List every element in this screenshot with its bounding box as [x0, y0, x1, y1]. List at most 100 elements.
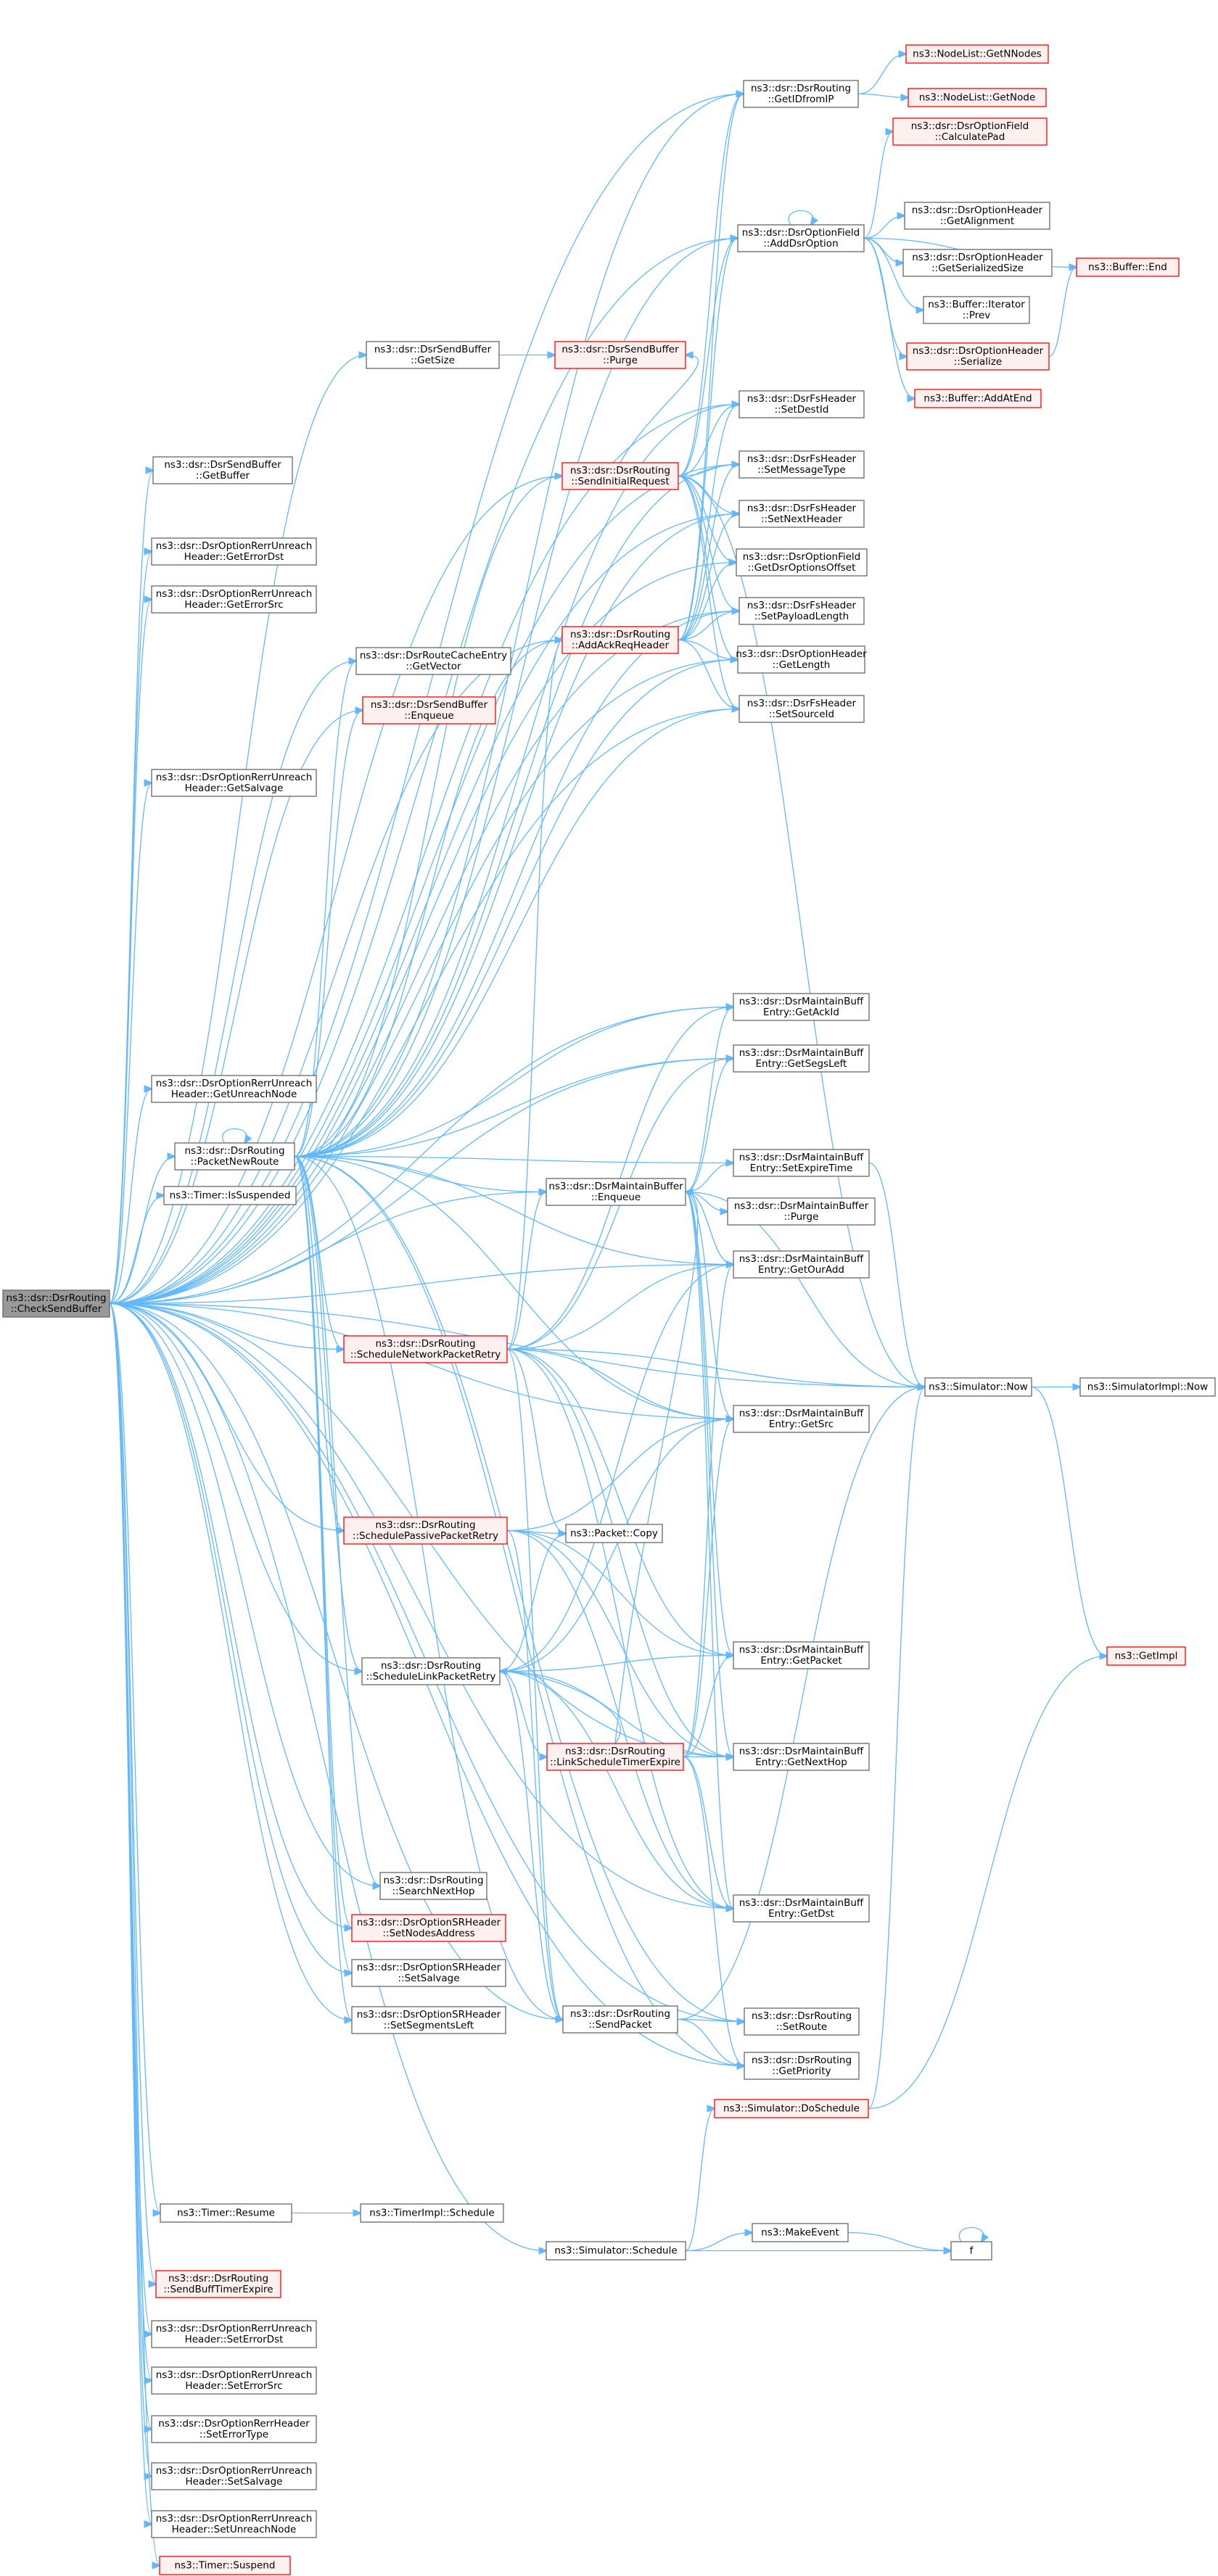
node-rcGetVector[interactable]: ns3::dsr::DsrRouteCacheEntry::GetVector — [355, 647, 511, 675]
node-getAlign[interactable]: ns3::dsr::DsrOptionHeader::GetAlignment — [904, 202, 1050, 230]
node-label-line: ::GetDsrOptionsOffset — [748, 562, 856, 574]
node-box — [923, 296, 1030, 324]
node-label-line: ::GetIDfromIP — [768, 94, 834, 105]
node-getOptOffset[interactable]: ns3::dsr::DsrOptionField::GetDsrOptionsO… — [736, 548, 868, 577]
node-addDsrOption[interactable]: ns3::dsr::DsrOptionField::AddDsrOption — [737, 224, 865, 252]
node-setNextHeader[interactable]: ns3::dsr::DsrFsHeader::SetNextHeader — [738, 500, 865, 528]
node-sendInitReq[interactable]: ns3::dsr::DsrRouting::SendInitialRequest — [561, 462, 679, 490]
edge-addAckReq-to-getLength — [678, 639, 738, 660]
node-label-line: ns3::Simulator::DoSchedule — [723, 2103, 860, 2115]
node-getSerSize[interactable]: ns3::dsr::DsrOptionHeader::GetSerialized… — [902, 249, 1053, 277]
node-makeEvent[interactable]: ns3::MakeEvent — [752, 2223, 849, 2242]
node-schedLink[interactable]: ns3::dsr::DsrRouting::ScheduleLinkPacket… — [361, 1657, 501, 1685]
node-getOurAdd[interactable]: ns3::dsr::DsrMaintainBuffEntry::GetOurAd… — [733, 1250, 870, 1279]
node-isSuspended[interactable]: ns3::Timer::IsSuspended — [163, 1186, 297, 1205]
node-setSalvage[interactable]: ns3::dsr::DsrOptionRerrUnreachHeader::Se… — [151, 2462, 317, 2490]
node-sbEnqueue[interactable]: ns3::dsr::DsrSendBuffer::Enqueue — [362, 696, 496, 724]
node-getPacket[interactable]: ns3::dsr::DsrMaintainBuffEntry::GetPacke… — [733, 1641, 870, 1669]
node-simNow[interactable]: ns3::Simulator::Now — [924, 1377, 1032, 1397]
node-setUnreachNode[interactable]: ns3::dsr::DsrOptionRerrUnreachHeader::Se… — [151, 2510, 317, 2538]
node-getNextHop[interactable]: ns3::dsr::DsrMaintainBuffEntry::GetNextH… — [733, 1743, 870, 1771]
node-getNNodes[interactable]: ns3::NodeList::GetNNodes — [905, 44, 1049, 64]
node-f[interactable]: f — [950, 2241, 992, 2261]
node-sbGetSize[interactable]: ns3::dsr::DsrSendBuffer::GetSize — [366, 341, 500, 369]
node-label-line: Header::SetSalvage — [186, 2476, 283, 2488]
node-simSchedule[interactable]: ns3::Simulator::Schedule — [546, 2241, 686, 2261]
node-setNodesAddr[interactable]: ns3::dsr::DsrOptionSRHeader::SetNodesAdd… — [351, 1914, 506, 1942]
node-searchNextHop[interactable]: ns3::dsr::DsrRouting::SearchNextHop — [379, 1872, 487, 1900]
node-iterPrev[interactable]: ns3::Buffer::Iterator::Prev — [923, 296, 1030, 324]
edge-sendInitReq-to-getLength — [678, 475, 738, 660]
node-pktCopy[interactable]: ns3::Packet::Copy — [565, 1524, 663, 1543]
node-box — [360, 2203, 504, 2223]
node-setErrType[interactable]: ns3::dsr::DsrOptionRerrHeader::SetErrorT… — [151, 2415, 317, 2443]
node-setSegsLeft[interactable]: ns3::dsr::DsrOptionSRHeader::SetSegments… — [351, 2006, 506, 2034]
node-setSourceId[interactable]: ns3::dsr::DsrFsHeader::SetSourceId — [738, 695, 865, 723]
edge-mbEnqueue-to-getSrc — [685, 1191, 733, 1419]
node-schedNet[interactable]: ns3::dsr::DsrRouting::ScheduleNetworkPac… — [343, 1335, 508, 1363]
node-root[interactable]: ns3::dsr::DsrRouting::CheckSendBuffer — [2, 1289, 110, 1318]
edge-packetNewRoute-to-getOurAdd — [294, 1155, 733, 1265]
node-mbEnqueue[interactable]: ns3::dsr::DsrMaintainBuffer::Enqueue — [546, 1178, 686, 1206]
node-setDestId[interactable]: ns3::dsr::DsrFsHeader::SetDestId — [738, 390, 865, 418]
edge-sendPacket-to-simNow — [677, 1387, 925, 2020]
node-calcPad[interactable]: ns3::dsr::DsrOptionField::CalculatePad — [892, 117, 1048, 146]
edge-schedPassive-to-getNextHop — [506, 1530, 733, 1757]
node-sendBuffTimer[interactable]: ns3::dsr::DsrRouting::SendBuffTimerExpir… — [155, 2270, 281, 2298]
node-sbGetBuffer[interactable]: ns3::dsr::DsrSendBuffer::GetBuffer — [152, 456, 293, 484]
node-getSegsLeft[interactable]: ns3::dsr::DsrMaintainBuffEntry::GetSegsL… — [733, 1044, 870, 1073]
edge-packetNewRoute-to-getLength — [294, 660, 738, 1157]
edge-linkTimerExp-to-mbEnqueue — [614, 1192, 699, 1744]
node-getSalvage[interactable]: ns3::dsr::DsrOptionRerrUnreachHeader::Ge… — [151, 769, 317, 797]
node-label-line: ns3::Buffer::AddAtEnd — [923, 393, 1032, 405]
node-label-line: ns3::dsr::DsrRouting — [570, 2008, 670, 2020]
node-box — [1076, 257, 1180, 277]
node-label-line: ns3::dsr::DsrRouting — [752, 2055, 852, 2066]
node-label-line: Entry::GetSegsLeft — [756, 1058, 847, 1070]
node-getPriority[interactable]: ns3::dsr::DsrRouting::GetPriority — [744, 2052, 860, 2080]
node-label-line: ns3::Buffer::End — [1088, 262, 1167, 273]
node-doSchedule[interactable]: ns3::Simulator::DoSchedule — [714, 2099, 869, 2118]
node-getImpl[interactable]: ns3::GetImpl — [1106, 1646, 1186, 1666]
node-box — [351, 2006, 506, 2034]
node-getUnreachNode[interactable]: ns3::dsr::DsrOptionRerrUnreachHeader::Ge… — [151, 1075, 317, 1103]
node-addAtEnd[interactable]: ns3::Buffer::AddAtEnd — [914, 389, 1042, 408]
node-box — [379, 1872, 487, 1900]
node-srSetSalvage[interactable]: ns3::dsr::DsrOptionSRHeader::SetSalvage — [351, 1959, 506, 1987]
node-timerSuspend[interactable]: ns3::Timer::Suspend — [159, 2556, 291, 2575]
node-getErrSrc[interactable]: ns3::dsr::DsrOptionRerrUnreachHeader::Ge… — [151, 585, 317, 614]
node-getLength[interactable]: ns3::dsr::DsrOptionHeader::GetLength — [736, 645, 867, 674]
node-sendPacket[interactable]: ns3::dsr::DsrRouting::SendPacket — [562, 2005, 678, 2034]
edge-root-to-schedNet — [109, 1303, 344, 1350]
node-getNode[interactable]: ns3::NodeList::GetNode — [908, 88, 1047, 107]
node-setErrDst[interactable]: ns3::dsr::DsrOptionRerrUnreachHeader::Se… — [151, 2320, 317, 2348]
node-linkTimerExp[interactable]: ns3::dsr::DsrRouting::LinkScheduleTimerE… — [546, 1743, 684, 1771]
node-timerImplSched[interactable]: ns3::TimerImpl::Schedule — [360, 2203, 504, 2223]
node-addAckReq[interactable]: ns3::dsr::DsrRouting::AddAckReqHeader — [561, 626, 679, 654]
node-mbPurge[interactable]: ns3::dsr::DsrMaintainBuffer::Purge — [727, 1197, 876, 1226]
node-setErrSrc[interactable]: ns3::dsr::DsrOptionRerrUnreachHeader::Se… — [151, 2366, 317, 2395]
node-implNow[interactable]: ns3::SimulatorImpl::Now — [1079, 1377, 1216, 1397]
node-getErrDst[interactable]: ns3::dsr::DsrOptionRerrUnreachHeader::Ge… — [151, 537, 317, 566]
edge-root-to-addDsrOption — [109, 239, 738, 1305]
edge-addDsrOption-to-calcPad — [863, 132, 893, 239]
node-bufEnd[interactable]: ns3::Buffer::End — [1076, 257, 1180, 277]
node-getIPfromIP[interactable]: ns3::dsr::DsrRouting::GetIDfromIP — [743, 80, 859, 108]
edge-root-to-sbEnqueue — [109, 711, 363, 1305]
node-setPayloadLen[interactable]: ns3::dsr::DsrFsHeader::SetPayloadLength — [738, 597, 865, 625]
node-serialize[interactable]: ns3::dsr::DsrOptionHeader::Serialize — [906, 342, 1050, 371]
node-label-line: ns3::TimerImpl::Schedule — [369, 2208, 494, 2219]
node-setRoute[interactable]: ns3::dsr::DsrRouting::SetRoute — [744, 2007, 860, 2036]
node-timerResume[interactable]: ns3::Timer::Resume — [160, 2203, 292, 2223]
node-schedPassive[interactable]: ns3::dsr::DsrRouting::SchedulePassivePac… — [343, 1516, 508, 1545]
node-setExpire[interactable]: ns3::dsr::DsrMaintainBuffEntry::SetExpir… — [733, 1149, 870, 1177]
node-box — [151, 2415, 317, 2443]
node-box — [151, 2366, 317, 2395]
node-setMsgType[interactable]: ns3::dsr::DsrFsHeader::SetMessageType — [738, 450, 865, 479]
node-packetNewRoute[interactable]: ns3::dsr::DsrRouting::PacketNewRoute — [174, 1142, 295, 1171]
node-sbPurge[interactable]: ns3::dsr::DsrSendBuffer::Purge — [554, 341, 686, 369]
node-label-line: ::SetSegmentsLeft — [384, 2020, 474, 2031]
